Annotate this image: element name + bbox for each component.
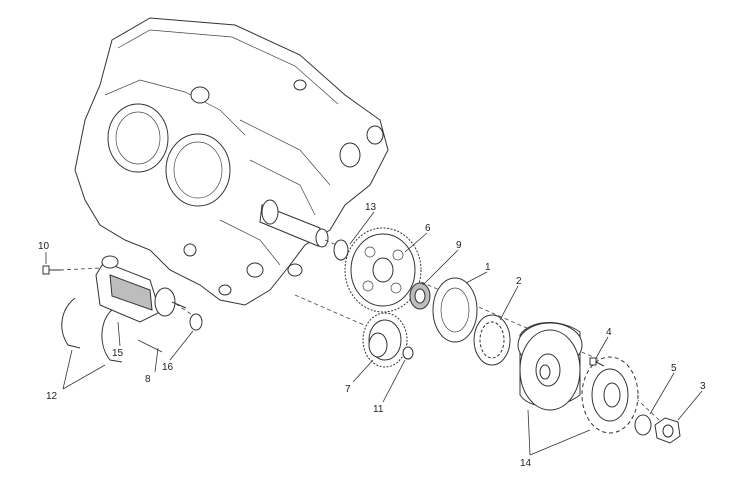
o-ring-part-16 xyxy=(189,313,203,331)
callout-7: 7 xyxy=(345,384,351,395)
small-gear-part-7 xyxy=(362,312,408,368)
shaft-gear xyxy=(261,199,279,225)
callout-9: 9 xyxy=(456,240,462,251)
cylinder-bore-1 xyxy=(107,103,169,173)
flywheel-part-14 xyxy=(517,322,583,411)
plate-part-1 xyxy=(432,277,478,343)
circlip-part-13 xyxy=(333,239,349,261)
callout-2: 2 xyxy=(516,276,522,287)
callout-12: 12 xyxy=(46,391,58,402)
screw-part-4 xyxy=(589,357,605,367)
cylinder-bore-2 xyxy=(165,133,231,207)
stator-part-14 xyxy=(581,356,639,434)
callout-16: 16 xyxy=(162,362,174,373)
clamps-part-12 xyxy=(61,297,123,363)
callout-14: 14 xyxy=(520,458,532,469)
nut-part-3 xyxy=(654,417,681,444)
starter-motor-part-15 xyxy=(95,255,187,323)
large-gear-part-6 xyxy=(344,227,422,313)
sprag-clutch-part-2 xyxy=(473,314,511,366)
leader-lines xyxy=(45,211,703,456)
washer-part-11 xyxy=(402,346,414,360)
needle-bearing-part-9 xyxy=(409,282,431,310)
callout-5: 5 xyxy=(671,363,677,374)
engine-crankcase xyxy=(74,17,389,306)
callout-labels: 1 2 3 4 5 6 7 8 9 10 11 12 13 14 15 16 xyxy=(38,202,706,469)
callout-6: 6 xyxy=(425,223,431,234)
callout-8: 8 xyxy=(145,374,151,385)
callout-4: 4 xyxy=(606,327,612,338)
callout-1: 1 xyxy=(485,262,491,273)
callout-3: 3 xyxy=(700,381,706,392)
bolt-part-10 xyxy=(42,265,62,275)
callout-13: 13 xyxy=(365,202,377,213)
callout-15: 15 xyxy=(112,348,124,359)
callout-10: 10 xyxy=(38,241,50,252)
callout-11: 11 xyxy=(373,404,384,415)
cable-part-8 xyxy=(137,339,163,353)
washer-part-5 xyxy=(634,414,652,436)
